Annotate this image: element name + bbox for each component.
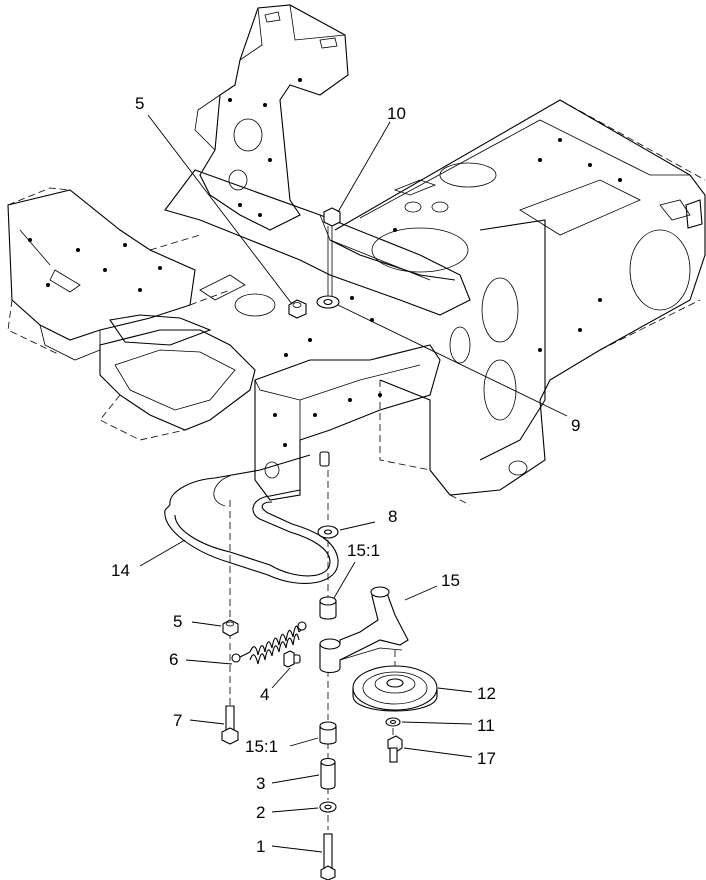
spring-item-6 [231,621,307,665]
pivot-bolt-item-10 [323,207,341,298]
nut-item-5-bottom [222,619,239,637]
callout-15-1-bottom: 15:1 [245,737,278,756]
callout-5-top: 5 [135,94,144,113]
callout-labels: 5 10 9 8 14 15:1 15 5 6 4 12 7 11 15:1 1… [111,94,580,856]
callout-11: 11 [477,716,495,735]
callout-1: 1 [256,837,265,856]
callout-3: 3 [256,774,265,793]
callout-9: 9 [571,416,580,435]
bolt-item-7 [221,705,239,745]
callout-4: 4 [260,685,269,704]
frame-holes [28,78,622,447]
bolt-item-4 [283,650,301,668]
washer-item-9 [316,295,340,309]
washer-item-2 [319,801,337,813]
nut-item-5-top [288,299,307,319]
callout-10: 10 [387,104,406,123]
washer-item-8 [317,525,339,539]
callout-15: 15 [441,571,460,590]
leader-lines [139,114,568,853]
bushing-item-15-1-bottom [319,721,337,745]
washer-item-11 [385,717,401,727]
callout-5-bottom: 5 [173,612,182,631]
callout-8: 8 [388,507,397,526]
mower-frame [7,4,706,506]
callout-15-1-top: 15:1 [347,541,380,560]
callout-6: 6 [169,650,178,669]
pulley-item-12 [352,665,438,712]
callout-14: 14 [111,561,130,580]
bolt-item-1 [320,833,336,880]
callout-17: 17 [477,749,496,768]
bushing-item-15-1-top [319,596,337,620]
bolt-item-17 [387,735,403,763]
spacer-item-3 [320,757,336,790]
idler-arm-item-15 [319,586,409,674]
callout-2: 2 [256,803,265,822]
callout-7: 7 [173,711,182,730]
drive-belt-item-14 [164,454,339,584]
callout-12: 12 [477,684,496,703]
